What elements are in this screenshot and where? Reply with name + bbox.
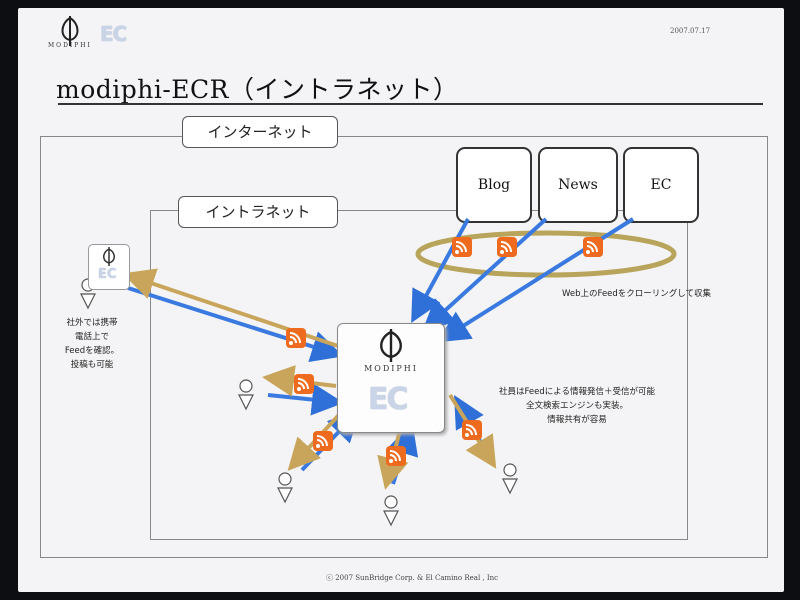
user-icon [502,463,518,495]
internet-label: インターネット [182,116,338,148]
internet-region [40,136,768,558]
modiphi-glyph-icon [103,247,115,266]
modiphi-glyph-icon [380,329,402,362]
header-brand-text: MODIPHI [48,42,92,49]
user-icon [238,379,254,411]
user-icon [277,472,293,504]
rss-feed-icon [294,374,314,394]
mobile-caption: 社外では携帯 電話上で Feedを確認。 投稿も可能 [64,318,120,370]
push-arrow-user-left [267,383,344,416]
modiphi-header-logo: MODIPHI [48,12,92,52]
source-ec: EC [623,147,699,223]
pull-arrow-mobile [122,268,339,348]
copyright: ⓒ 2007 SunBridge Corp. & El Camino Real … [326,574,499,582]
modiphi-glyph-icon [61,16,79,46]
modiphi-ec-server: MODIPHI EC [337,323,445,433]
server-ec-logo: EC [368,382,408,417]
rss-feed-icon [462,420,482,440]
mobile-device: EC [88,244,130,290]
header-date: 2007.07.17 [670,27,711,35]
rss-feed-icon [583,237,603,257]
server-brand-text: MODIPHI [364,364,418,373]
title-underline [58,103,763,105]
user-icon [383,495,399,527]
rss-feed-icon [497,237,517,257]
slide [18,8,784,592]
employee-caption: 社員はFeedによる情報発信＋受信が可能 全文検索エンジンも実装。 情報共有が容… [498,387,656,425]
crawl-caption: Web上のFeedをクローリングして収集 [562,289,712,299]
ec-header-logo: EC [100,22,127,46]
rss-feed-icon [313,431,333,451]
source-blog: Blog [456,147,532,223]
source-news: News [538,147,618,223]
intranet-label: イントラネット [178,196,338,228]
intranet-region [150,210,688,540]
rss-feed-icon [386,446,406,466]
page-title: modiphi-ECR（イントラネット） [56,75,459,104]
rss-feed-icon [452,237,472,257]
rss-feed-icon [286,328,306,348]
mobile-ec-logo: EC [98,267,117,282]
crawl-arrow-news [422,217,548,332]
